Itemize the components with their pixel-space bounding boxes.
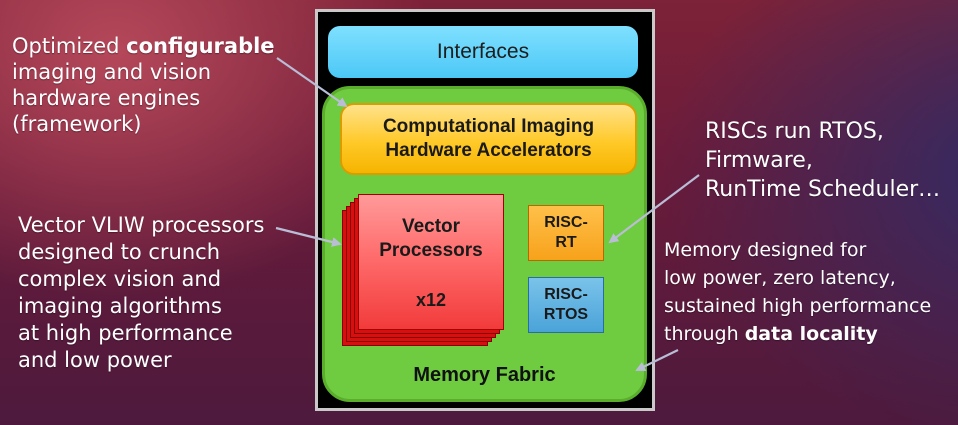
caption-line: designed to crunch <box>18 240 221 264</box>
risc-rt-block: RISC- RT <box>528 205 604 261</box>
vector-processors-count: x12 <box>415 290 447 310</box>
caption-line: sustained high performance <box>664 295 932 317</box>
caption-line: RISCs run RTOS, <box>705 119 884 144</box>
risc-rtos-label-line2: RTOS <box>543 306 589 323</box>
caption-line: Firmware, <box>705 148 813 173</box>
caption-emphasis: data locality <box>744 323 878 345</box>
caption-line: at high performance <box>18 321 233 345</box>
vector-processors-block: Vector Processors x12 <box>358 194 504 330</box>
caption-riscs-rtos: RISCs run RTOS, Firmware, RunTime Schedu… <box>705 117 940 204</box>
arrow-to-memory-fabric <box>635 349 679 371</box>
caption-line: through data locality <box>664 320 931 348</box>
caption-emphasis: configurable <box>126 34 275 58</box>
caption-configurable-engines: Optimized configurable imaging and visio… <box>12 33 275 137</box>
arrow-to-accelerators <box>276 57 348 108</box>
accelerators-label-line2: Hardware Accelerators <box>385 140 592 161</box>
caption-line: Optimized configurable <box>12 33 275 59</box>
caption-line: imaging and vision <box>12 60 212 84</box>
vector-processors-label-line1: Vector <box>401 216 461 237</box>
caption-line: RunTime Scheduler… <box>705 177 941 202</box>
arrow-to-vector-processors <box>275 226 342 247</box>
vector-processors-label: Vector Processors <box>359 215 503 263</box>
caption-line: Memory designed for <box>664 239 867 261</box>
arrow-to-risc-rt <box>608 174 700 244</box>
caption-memory: Memory designed for low power, zero late… <box>664 236 931 348</box>
risc-rtos-block: RISC- RTOS <box>528 277 604 333</box>
accelerators-label-line1: Computational Imaging <box>382 116 595 137</box>
interfaces-label: Interfaces <box>436 40 530 63</box>
interfaces-block: Interfaces <box>328 26 638 78</box>
caption-line: imaging algorithms <box>18 294 222 318</box>
caption-line: and low power <box>18 348 172 372</box>
memory-fabric-label: Memory Fabric <box>413 364 556 386</box>
hardware-accelerators-block: Computational Imaging Hardware Accelerat… <box>340 103 637 175</box>
caption-vector-vliw: Vector VLIW processors designed to crunc… <box>18 212 264 374</box>
caption-line: hardware engines <box>12 86 201 110</box>
caption-text: through <box>664 323 745 345</box>
caption-line: low power, zero latency, <box>664 267 896 289</box>
caption-line: complex vision and <box>18 267 222 291</box>
risc-rt-label-line2: RT <box>555 234 577 251</box>
caption-line: (framework) <box>12 112 142 136</box>
caption-text: Optimized <box>12 34 127 58</box>
risc-rtos-label-line1: RISC- <box>544 286 588 303</box>
vector-processors-label-line2: Processors <box>379 240 483 261</box>
risc-rt-label-line1: RISC- <box>544 214 588 231</box>
caption-line: Vector VLIW processors <box>18 213 265 237</box>
